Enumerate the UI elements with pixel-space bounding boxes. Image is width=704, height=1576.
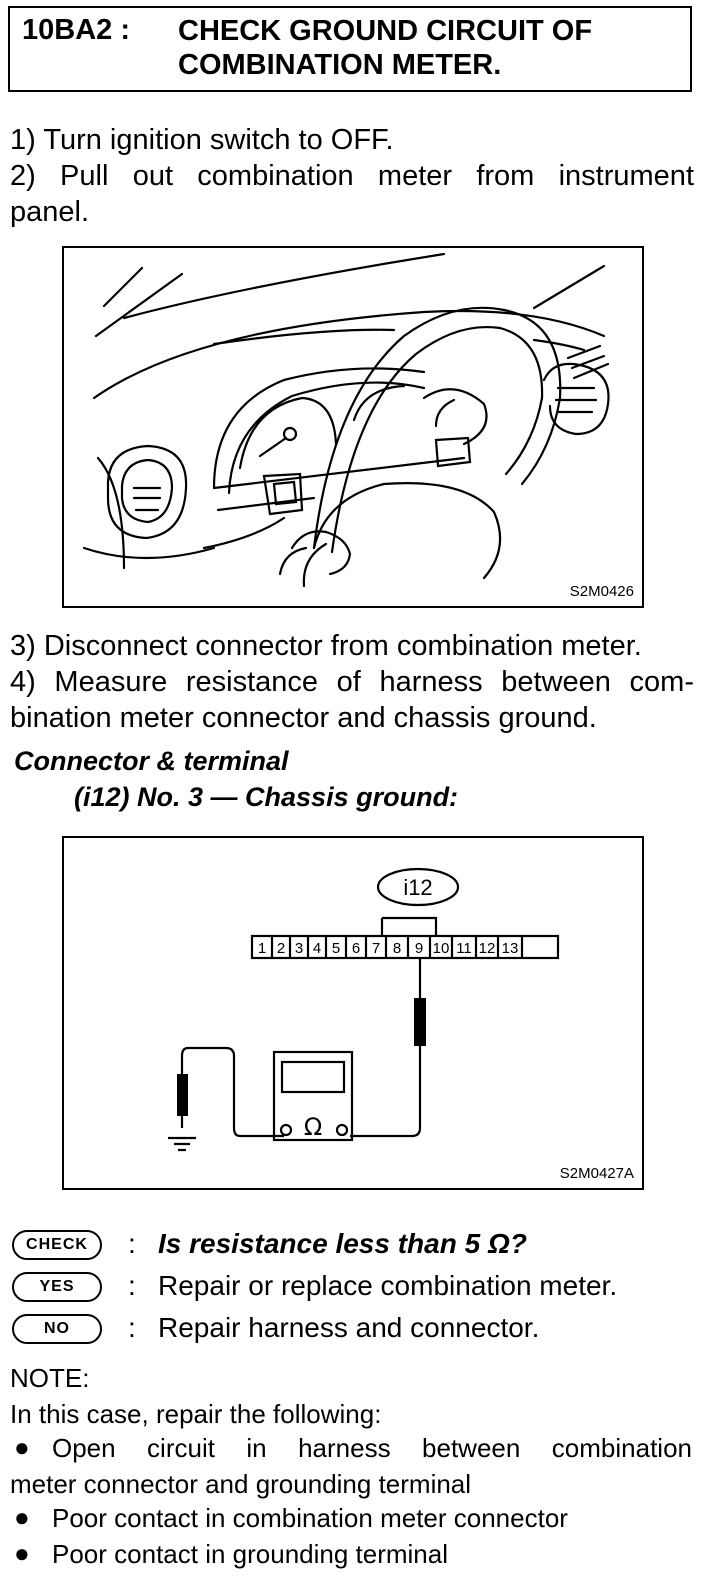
title-line-2: COMBINATION METER. [178,49,502,81]
bullet-icon: ● [14,1538,30,1568]
connector-subheading: (i12) No. 3 — Chassis ground: [74,782,459,812]
svg-text:13: 13 [502,940,519,957]
no-answer: Repair harness and connector. [158,1312,540,1343]
dashboard-figure: S2M0426 [62,246,644,608]
svg-text:2: 2 [277,940,285,957]
ohm-symbol: Ω [304,1113,322,1141]
svg-text:5: 5 [332,940,340,957]
step-4-line-2: bination meter connector and chassis gro… [10,702,597,734]
figure-2-code: S2M0427A [559,1165,634,1182]
step-2-line-1: 2) Pull out combination meter from instr… [10,160,694,192]
step-4-line-1: 4) Measure resistance of harness between… [10,666,694,698]
section-header: 10BA2 : CHECK GROUND CIRCUIT OF COMBINAT… [8,6,692,92]
yes-answer: Repair or replace combination meter. [158,1270,618,1301]
section-code: 10BA2 : [22,14,130,46]
svg-text:7: 7 [372,940,380,957]
note-item-1-line-2: meter connector and grounding terminal [10,1469,472,1499]
figure-1-code: S2M0426 [569,583,634,600]
check-question: Is resistance less than 5 Ω? [158,1228,527,1259]
ground-icon [168,1136,196,1152]
bullet-icon: ● [14,1502,30,1532]
step-2-line-2: panel. [10,196,90,228]
ohmmeter-display [280,1060,346,1094]
check-badge: CHECK [12,1230,102,1260]
connector-heading: Connector & terminal [14,746,289,776]
yes-colon: : [128,1270,136,1301]
svg-text:3: 3 [295,940,303,957]
bullet-icon: ● [14,1432,30,1462]
section-title: CHECK GROUND CIRCUIT OF COMBINATION METE… [178,14,678,82]
step-1: 1) Turn ignition switch to OFF. [10,124,394,156]
svg-text:1: 1 [258,940,266,957]
dashboard-illustration [82,252,610,588]
no-colon: : [128,1312,136,1343]
terminal-strip [250,934,560,960]
yes-badge: YES [12,1272,102,1302]
svg-text:11: 11 [456,940,472,957]
note-intro: In this case, repair the following: [10,1399,382,1429]
note-item-1-line-1: Open circuit in harness between combinat… [52,1433,692,1463]
note-item-3: Poor contact in grounding terminal [52,1539,449,1569]
svg-text:12: 12 [479,940,496,957]
ohmmeter-body [272,1050,354,1142]
note-label: NOTE: [10,1363,90,1393]
svg-text:9: 9 [415,940,423,957]
note-item-2: Poor contact in combination meter connec… [52,1503,568,1533]
probe-lead-left [180,1046,284,1138]
probe-handle-left [177,1074,188,1116]
svg-text:8: 8 [393,940,401,957]
probe-lead-right [350,958,422,1138]
wiring-diagram: i12 Ω 1 2 3 4 5 6 7 8 9 10 11 12 13 [168,867,560,1152]
svg-text:6: 6 [352,940,360,957]
connector-label: i12 [403,875,432,900]
check-colon: : [128,1228,136,1259]
svg-text:10: 10 [433,940,450,957]
title-line-1: CHECK GROUND CIRCUIT OF [178,15,593,47]
wiring-diagram-figure: i12 Ω 1 2 3 4 5 6 7 8 9 10 11 12 13 S2M0… [62,836,644,1190]
probe-handle-right [414,998,426,1046]
step-3: 3) Disconnect connector from combination… [10,630,642,662]
svg-text:4: 4 [313,940,321,957]
connector-label-ellipse [376,867,460,907]
no-badge: NO [12,1314,102,1344]
terminal-numbers: 1 2 3 4 5 6 7 8 9 10 11 12 13 [258,940,519,957]
